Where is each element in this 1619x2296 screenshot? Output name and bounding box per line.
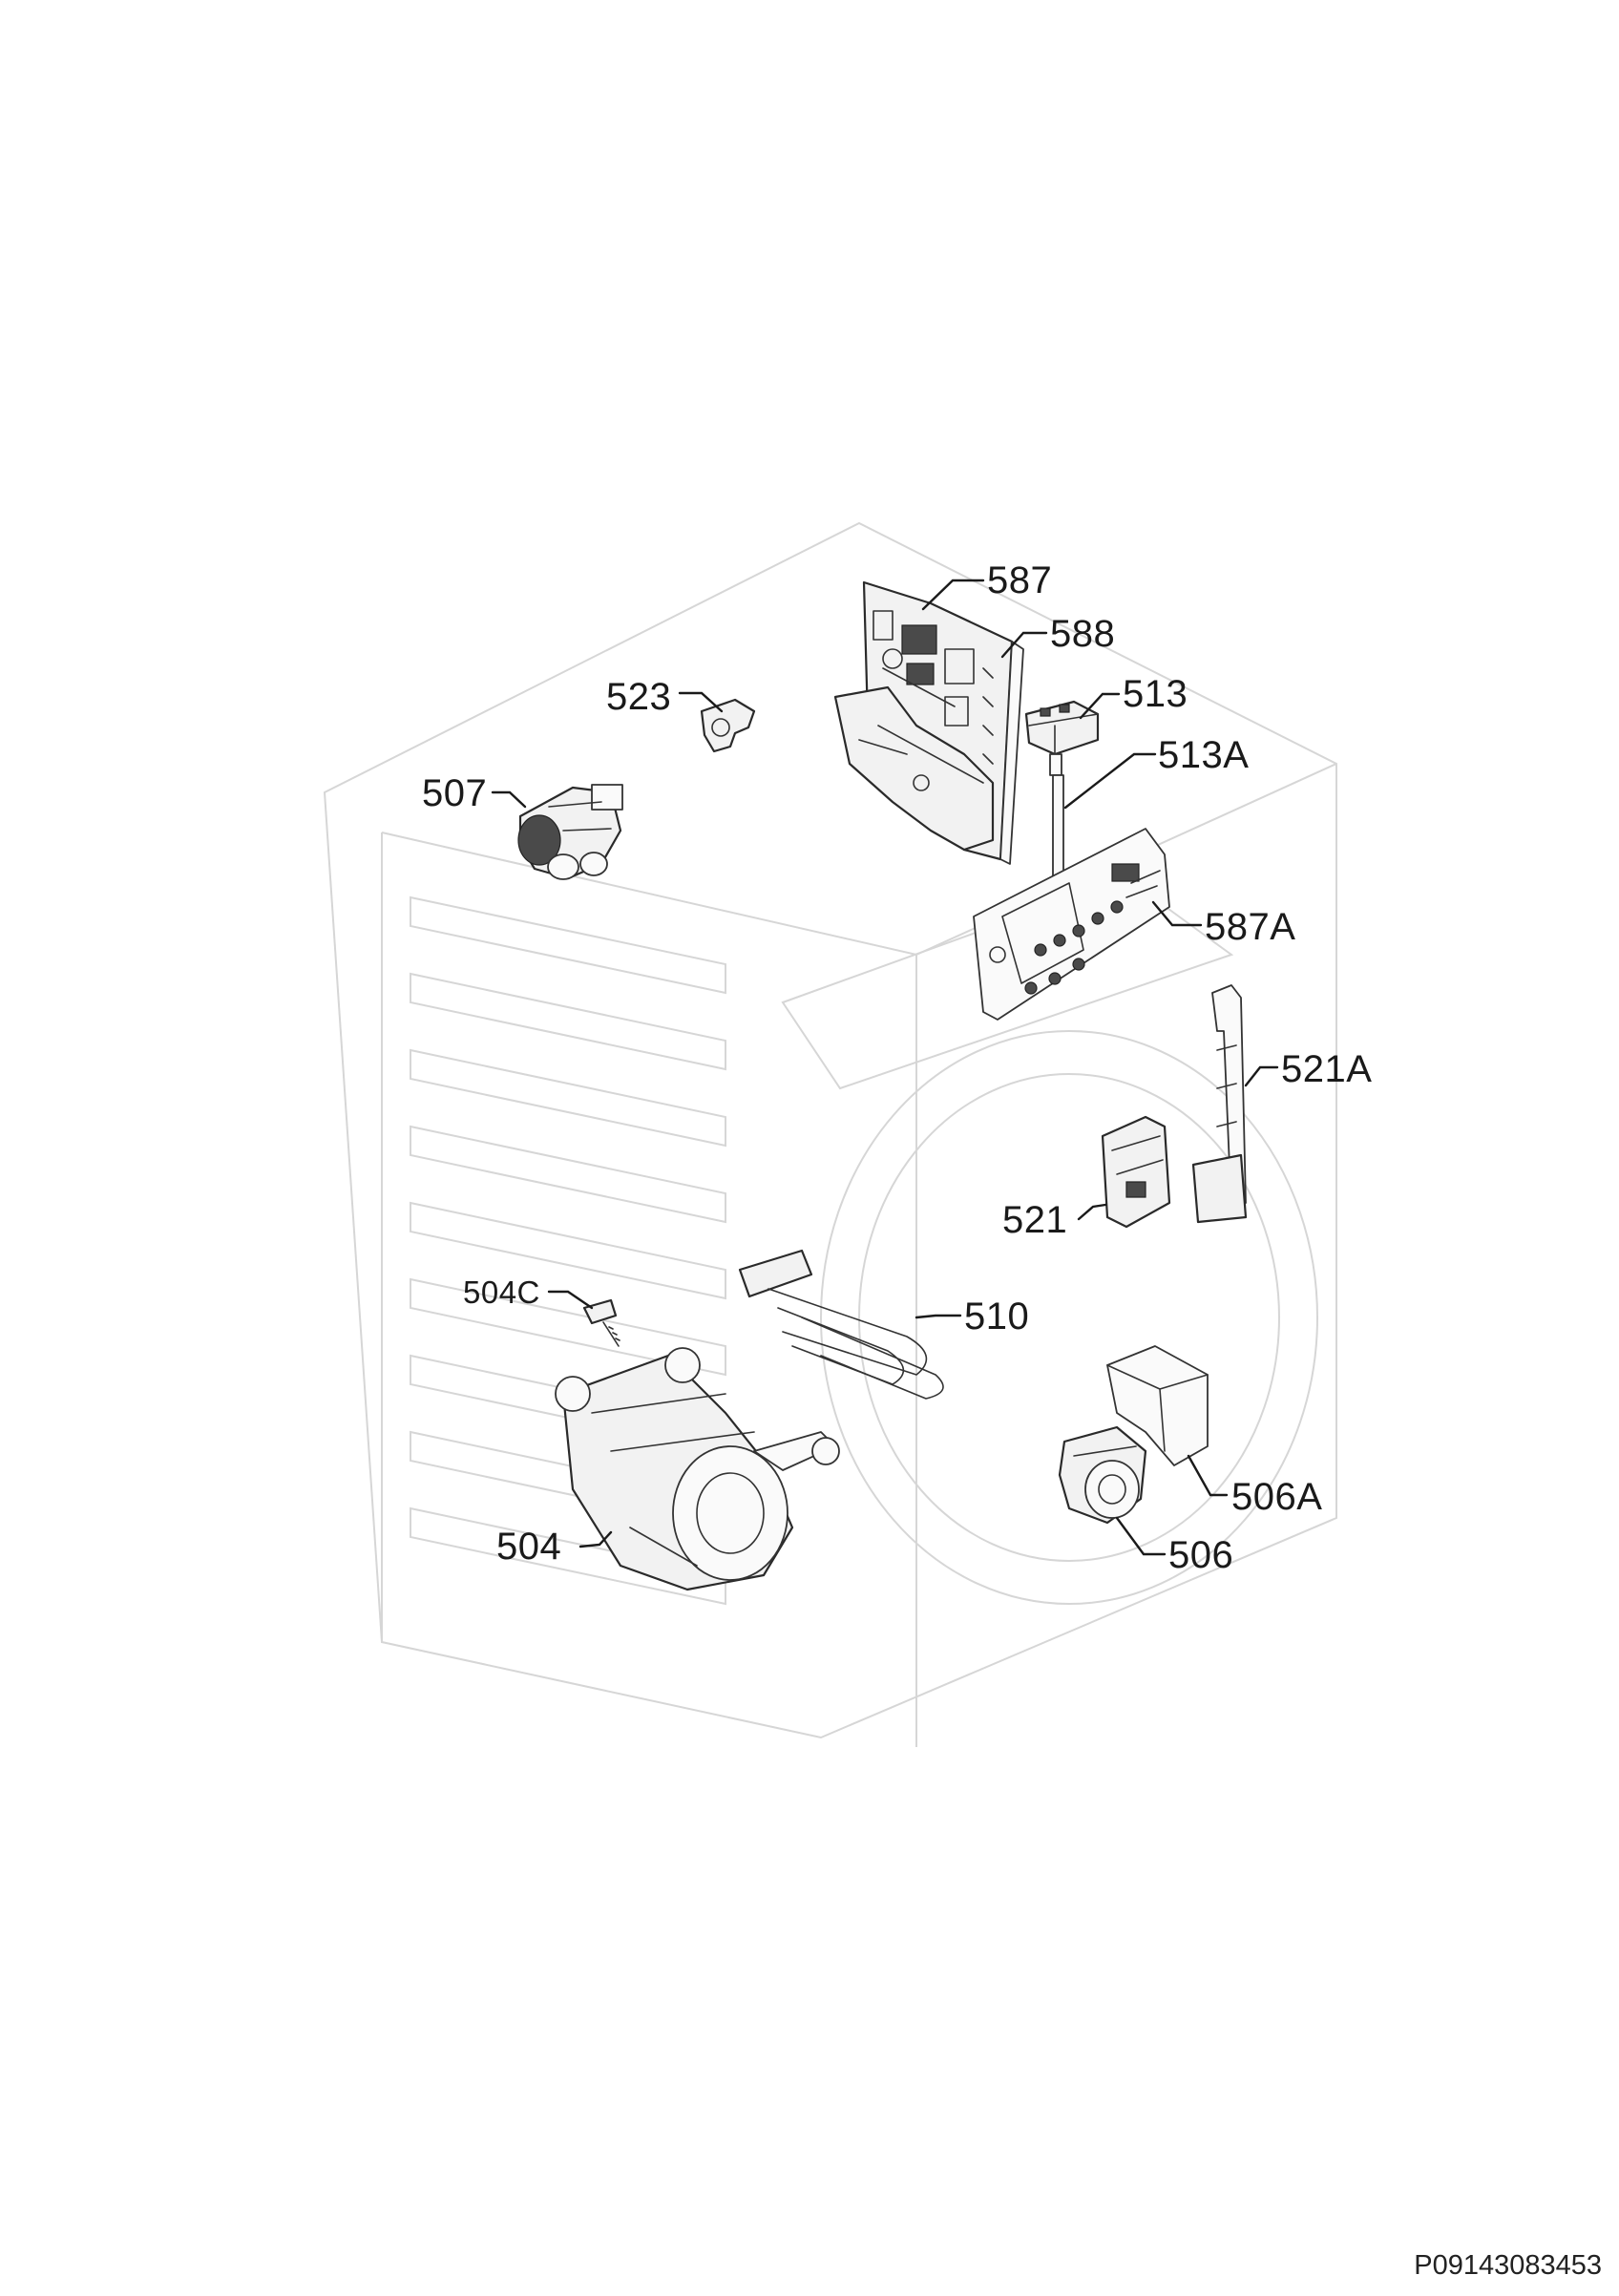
label-588: 588 (1050, 613, 1116, 655)
label-504: 504 (496, 1526, 562, 1568)
leader-523 (678, 691, 724, 713)
inlet-valve-drawing (517, 784, 623, 880)
label-587: 587 (987, 559, 1053, 601)
clip-drawing (700, 698, 756, 753)
leader-587 (921, 579, 985, 611)
label-504c: 504C (463, 1274, 540, 1310)
pump-cover-drawing (1106, 1345, 1209, 1466)
label-506a: 506A (1231, 1476, 1323, 1518)
motor-screw-drawing (582, 1298, 620, 1347)
leader-506 (1115, 1516, 1167, 1556)
leader-507 (491, 790, 527, 809)
heating-element-drawing (738, 1249, 944, 1400)
control-board-drawing (973, 828, 1170, 1021)
main-electronic-board-drawing (833, 580, 1024, 865)
label-507: 507 (422, 772, 488, 814)
leader-521a (1244, 1065, 1279, 1087)
label-521a: 521A (1281, 1048, 1373, 1090)
label-523: 523 (606, 676, 672, 718)
leader-510 (915, 1314, 962, 1319)
leader-587a (1151, 900, 1203, 927)
document-code: P09143083453 (1414, 2250, 1602, 2281)
label-506: 506 (1168, 1534, 1234, 1576)
motor-drawing (555, 1347, 840, 1591)
label-513: 513 (1123, 673, 1188, 715)
label-510: 510 (964, 1295, 1030, 1338)
leader-521 (1077, 1203, 1107, 1221)
drain-pump-drawing (1058, 1425, 1147, 1525)
leader-504c (547, 1290, 594, 1310)
leader-513 (1079, 692, 1121, 720)
door-lock-bracket-drawing (1191, 984, 1248, 1224)
leader-588 (1000, 631, 1048, 659)
leader-504 (578, 1530, 613, 1548)
door-lock-drawing (1101, 1115, 1171, 1229)
pressure-switch-drawing (1024, 700, 1100, 776)
label-521: 521 (1002, 1199, 1068, 1241)
leader-513a (1063, 752, 1157, 810)
label-587a: 587A (1205, 906, 1296, 948)
label-513a: 513A (1158, 734, 1250, 776)
leader-lines (491, 579, 1279, 1556)
leader-506a (1187, 1454, 1229, 1497)
